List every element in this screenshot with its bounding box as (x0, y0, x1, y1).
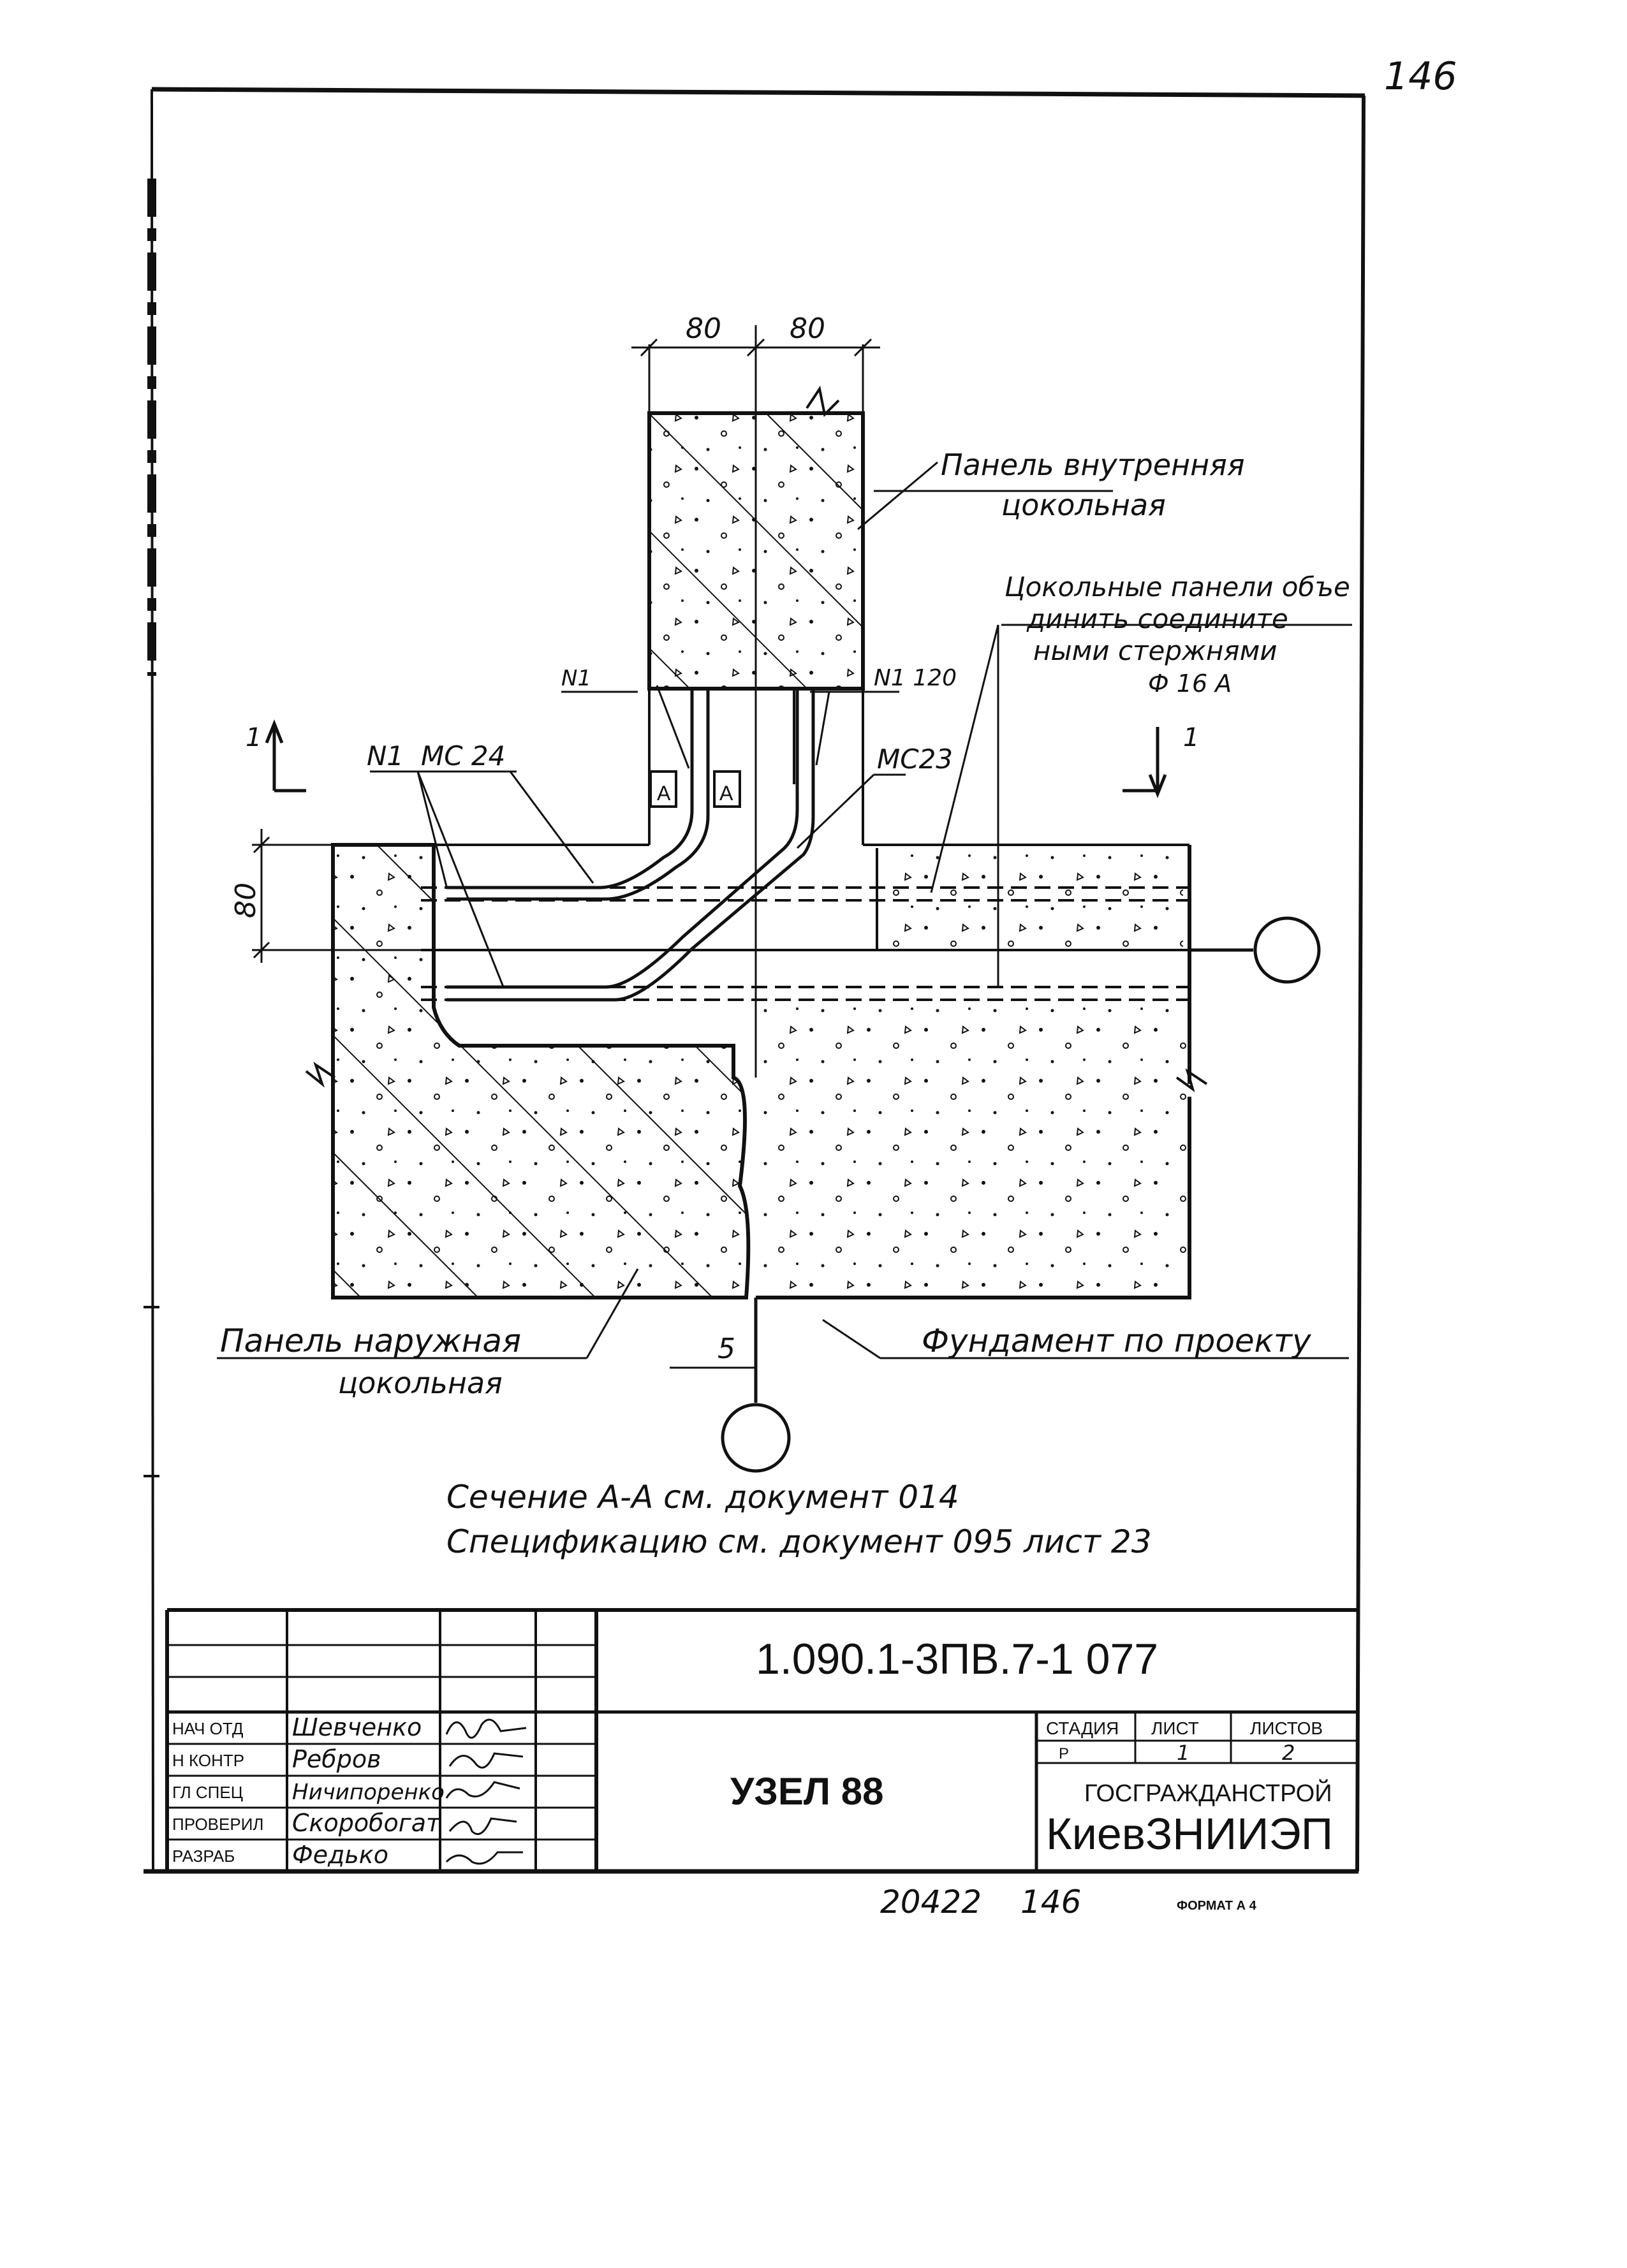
left-dimension (252, 829, 434, 963)
col-stage: СТАДИЯ (1046, 1718, 1119, 1738)
role-2: ГЛ СПЕЦ (172, 1783, 243, 1802)
label-foundation: Фундамент по проекту (922, 1322, 1312, 1359)
title-block (165, 1608, 1358, 1871)
name-3: Скоробогат (292, 1809, 441, 1837)
label-connect-1: Цокольные панели объе (1005, 571, 1350, 603)
label-mc24: МС 24 (421, 740, 505, 772)
outer-panel (305, 843, 751, 1299)
doc-code: 1.090.1-3ПВ.7-1 077 (756, 1635, 1158, 1683)
note-spec: Спецификацию см. документ 095 лист 23 (446, 1523, 1152, 1560)
sheets-value: 2 (1282, 1741, 1295, 1765)
stage-value: Р (1059, 1745, 1069, 1762)
drawing-title: УЗЕЛ 88 (730, 1770, 883, 1813)
leader-lines (217, 461, 1352, 1359)
label-connect-2: динить соедините (1026, 603, 1288, 634)
axis-marker-right (1189, 916, 1321, 984)
name-4: Федько (292, 1841, 388, 1869)
role-4: РАЗРАБ (172, 1847, 235, 1866)
label-n1-upper: N1 (561, 666, 591, 691)
section-left-label: 1 (246, 723, 261, 752)
label-inner-panel-2: цокольная (1001, 488, 1166, 522)
label-connect-4: Ф 16 А (1148, 669, 1232, 698)
name-1: Ребров (292, 1745, 381, 1773)
role-0: НАЧ ОТД (172, 1719, 244, 1738)
axis-marker-bottom (670, 1298, 791, 1473)
footer-format: ФОРМАТ А 4 (1177, 1899, 1257, 1913)
signatures (445, 1718, 527, 1865)
sheet-frame (144, 87, 1366, 1874)
dim-bottom: 5 (718, 1333, 735, 1365)
label-mc23: МС23 (877, 743, 953, 775)
hatch-a-left: А (657, 782, 671, 805)
base-outline (255, 844, 1237, 1001)
col-sheets: ЛИСТОВ (1250, 1718, 1323, 1738)
note-section: Сечение А-А см. документ 014 (446, 1479, 959, 1516)
top-dimension (631, 325, 880, 1078)
role-1: Н КОНТР (172, 1751, 244, 1770)
footer-page: 146 (1020, 1884, 1081, 1920)
label-inner-panel-1: Панель внутренняя (941, 448, 1245, 482)
section-mark-left (265, 719, 306, 793)
hatch-a-right: А (719, 782, 733, 805)
dim-top-left: 80 (686, 312, 721, 345)
col-sheet: ЛИСТ (1151, 1718, 1199, 1738)
footer-inv: 20422 (880, 1884, 982, 1920)
margin-stamp (144, 179, 159, 1477)
label-n1-120: N1 120 (874, 665, 957, 691)
label-n1-left: N1 (367, 740, 404, 772)
foundation (756, 845, 1208, 1299)
role-3: ПРОВЕРИЛ (172, 1815, 263, 1834)
rods (446, 689, 815, 1002)
page-number-top: 146 (1384, 54, 1457, 99)
dim-top-right: 80 (790, 312, 825, 345)
label-outer-panel-2: цокольная (338, 1366, 503, 1400)
section-mark-right (1123, 727, 1167, 798)
name-0: Шевченко (292, 1713, 422, 1741)
org-line1: ГОСГРАЖДАНСТРОЙ (1084, 1778, 1332, 1807)
section-right-label: 1 (1183, 723, 1199, 752)
label-connect-3: ными стержнями (1033, 635, 1277, 666)
name-2: Ничипоренко (292, 1780, 445, 1805)
org-line2: КиевЗНИИЭП (1046, 1809, 1333, 1859)
dim-left: 80 (230, 882, 262, 918)
label-outer-panel-1: Панель наружная (220, 1322, 521, 1359)
sheet-value: 1 (1177, 1741, 1189, 1765)
